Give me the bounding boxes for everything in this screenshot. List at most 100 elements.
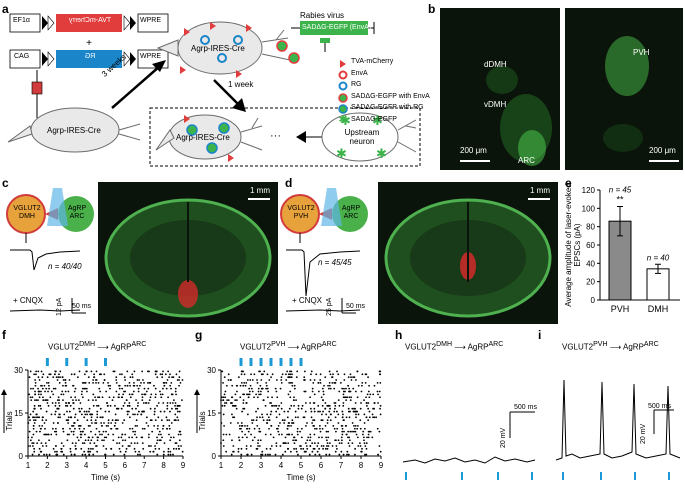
spike-dot (34, 393, 37, 396)
spike-dot (245, 427, 248, 430)
spike-dot (54, 370, 57, 373)
spike-dot (28, 416, 30, 419)
spike-dot (245, 447, 248, 450)
spike-dot (362, 430, 365, 433)
spike-dot (175, 373, 178, 376)
spike-dot (302, 416, 305, 419)
spike-dot (94, 433, 97, 436)
spike-dot (143, 393, 146, 396)
spike-dot (266, 396, 269, 399)
spike-dot (288, 422, 291, 424)
spike-dot (220, 442, 222, 444)
spike-dot (50, 433, 53, 436)
spike-dot (279, 422, 281, 424)
mouse-label-bottom: Agrp-IRES-Cre (47, 126, 101, 135)
spike-dot (317, 404, 320, 407)
spike-dot (64, 404, 67, 407)
spike-dot (245, 382, 248, 384)
spike-dot (237, 376, 240, 379)
spike-dot (91, 436, 94, 439)
spike-dot (86, 419, 89, 422)
spike-dot (142, 379, 144, 381)
spike-dot (379, 450, 382, 453)
spike-dot (251, 422, 254, 424)
legend-rg: RG (351, 81, 362, 88)
spike-dot (260, 453, 263, 456)
spike-dot (46, 382, 48, 384)
spike-dot (369, 430, 372, 433)
spike-dot (347, 376, 350, 379)
spike-dot (265, 422, 268, 424)
spike-dot (38, 447, 41, 450)
spike-dot (253, 427, 256, 430)
spike-dot (128, 402, 131, 404)
spike-dot (367, 419, 370, 422)
spike-dot (104, 453, 106, 456)
spike-dot (256, 382, 259, 384)
spike-dot (33, 422, 36, 424)
spike-dot (81, 390, 83, 393)
spike-dot (126, 384, 129, 387)
spike-dot (242, 393, 244, 396)
spike-dot (342, 393, 345, 396)
spike-dot (295, 439, 298, 442)
vector1-end: WPRE (140, 17, 161, 24)
spike-dot (326, 442, 329, 444)
vector1-promoter: EF1α (13, 17, 30, 24)
spike-dot (38, 416, 41, 419)
spike-dot (305, 425, 307, 427)
spike-dot (58, 373, 60, 376)
spike-dot (42, 399, 45, 401)
spike-dot (262, 373, 264, 376)
spike-dot (325, 445, 328, 447)
spike-dot (48, 387, 51, 390)
raster-xlabel: Time (s) (91, 473, 120, 482)
spike-dot (324, 402, 327, 404)
spike-dot (260, 379, 263, 381)
legend-sad-rg: SADΔG-EGFP with RG (351, 104, 424, 111)
spike-dot (297, 453, 299, 456)
upstream-neuron: ✱ ✱ ✱ ✱ (296, 112, 417, 162)
spike-dot (286, 370, 289, 373)
scale-b2: 200 μm (649, 146, 676, 155)
spike-dot (335, 379, 338, 381)
spike-dot (58, 382, 61, 384)
spike-dot (363, 427, 366, 430)
spike-dot (40, 384, 42, 387)
spike-dot (178, 410, 181, 413)
spike-dot (129, 396, 132, 399)
spike-dot (251, 439, 254, 442)
spike-dot (53, 373, 56, 376)
legend-sad-enva: SADΔG-EGFP with EnvA (351, 93, 430, 100)
spike-dot (140, 436, 143, 439)
c-scale-y: 12 pA (56, 297, 63, 316)
spike-dot (162, 387, 164, 390)
spike-dot (37, 376, 40, 379)
spike-dot (68, 379, 71, 381)
spike-dot (70, 453, 73, 456)
spike-dot (345, 416, 348, 419)
spike-dot (253, 373, 256, 376)
spike-dot (174, 402, 177, 404)
spike-dot (337, 373, 340, 376)
spike-dot (106, 404, 109, 407)
spike-dot (313, 442, 316, 444)
spike-dot (271, 396, 274, 399)
spike-dot (341, 427, 344, 430)
agrp-neuron-top (156, 21, 291, 78)
spike-dot (141, 442, 144, 444)
spike-dot (246, 436, 248, 439)
spike-dot (349, 390, 352, 393)
spike-dot (87, 425, 90, 427)
spike-dot (45, 387, 48, 390)
spike-dot (345, 399, 347, 401)
spike-dot (247, 393, 250, 396)
spike-dot (49, 396, 52, 399)
spike-dot (70, 396, 72, 399)
spike-dot (324, 447, 327, 450)
spike-dot (138, 410, 140, 413)
spike-dot (321, 419, 324, 422)
spike-dot (66, 404, 69, 407)
spike-dot (133, 370, 136, 373)
